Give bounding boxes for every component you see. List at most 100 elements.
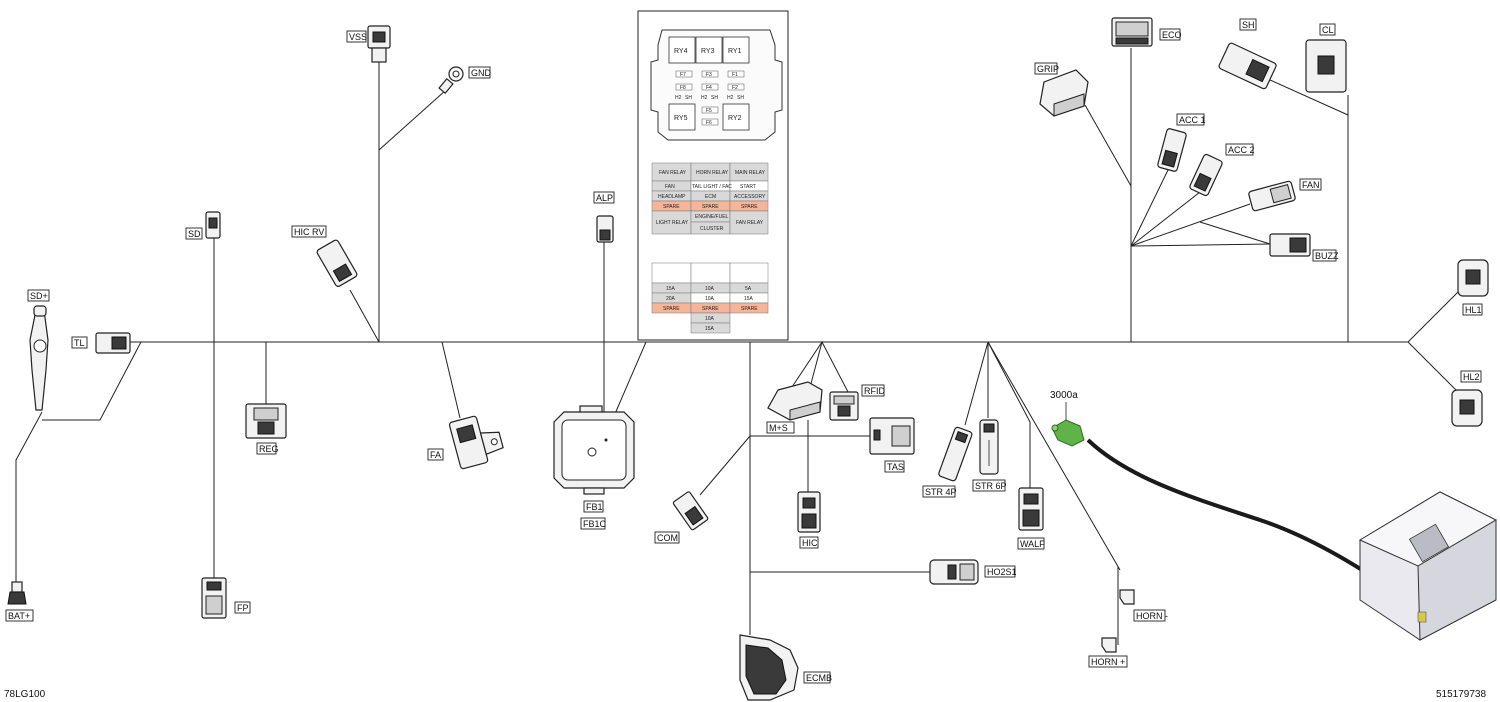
label-vss-box — [346, 30, 367, 43]
label-reg-box — [256, 442, 277, 455]
connector-vss[interactable]: VSS — [346, 25, 391, 63]
fuse-f7-label: F7 — [680, 72, 686, 78]
spare-1: H2 — [675, 95, 682, 101]
terminal-gnd[interactable]: GND — [438, 66, 492, 95]
connector-rfid-latch — [833, 395, 855, 405]
connector-reg-socket — [257, 421, 275, 435]
fusebox-panel: RY4 RY3 RY1 F7 F3 F1 F8 F4 F2 F5 F6 H2 S… — [637, 10, 789, 341]
connector-acc1-socket — [1161, 149, 1178, 168]
terminal-horn-plus[interactable]: HORN + — [1088, 637, 1128, 668]
fuse-f4 — [701, 83, 719, 91]
connector-sh[interactable]: SH — [1218, 18, 1277, 90]
label-horn-plus-box — [1088, 655, 1128, 668]
relay-table-text: HORN RELAY — [696, 170, 729, 176]
connector-reg-latch — [253, 407, 279, 421]
wire-horn — [987, 341, 1121, 571]
fuse-table-text: 15A — [744, 296, 754, 302]
connector-reg[interactable]: REG — [245, 403, 287, 455]
label-ecmb: ECMB — [806, 673, 832, 683]
relay-table-text: SPARE — [663, 204, 680, 210]
connector-buzz[interactable]: BUZZ — [1269, 233, 1339, 262]
fuse-table-cell — [729, 262, 769, 284]
fuse-f8 — [675, 83, 693, 91]
relay-ry3-label: RY3 — [701, 48, 715, 55]
connector-eco[interactable]: ECO — [1111, 17, 1182, 47]
relay-ry5-label: RY5 — [674, 115, 688, 122]
label-bat-plus: BAT+ — [8, 611, 30, 621]
connector-hl1[interactable]: HL1 — [1457, 259, 1489, 316]
label-hl2: HL2 — [1463, 372, 1480, 382]
label-3000a: 3000a — [1050, 390, 1078, 401]
connector-str4p[interactable]: STR 4P — [922, 426, 973, 498]
label-walf: WALF — [1020, 539, 1045, 549]
label-cl-box — [1319, 23, 1336, 36]
connector-fb1[interactable]: FB1 FB1C — [553, 405, 635, 530]
label-com-box — [654, 531, 680, 544]
label-hic-box — [799, 536, 819, 549]
relay-ry4-label: RY4 — [674, 48, 688, 55]
wire-fan — [1130, 203, 1251, 247]
label-reg: REG — [259, 444, 279, 454]
label-sh-box — [1239, 18, 1257, 31]
connector-acc1[interactable]: ACC 1 — [1157, 113, 1206, 172]
label-sd: SD — [188, 229, 201, 239]
label-str4p-box — [922, 485, 956, 498]
label-acc2: ACC 2 — [1228, 145, 1255, 155]
wire-sh — [1269, 79, 1349, 116]
connector-fan[interactable]: FAN — [1248, 178, 1322, 212]
terminal-horn-minus[interactable]: HORN - — [1119, 589, 1168, 622]
label-hic-rv-box — [291, 225, 327, 238]
connector-str4p-latch — [954, 431, 969, 444]
connector-cl[interactable]: CL — [1305, 23, 1347, 93]
wire-hl2 — [1407, 341, 1459, 393]
cable-3000a-terminal-boot — [1051, 419, 1085, 447]
connector-rfid[interactable]: RFID — [829, 384, 885, 421]
connector-ecmb[interactable]: ECMB — [739, 634, 832, 701]
label-fan-box — [1299, 178, 1322, 191]
label-fb1-box — [583, 500, 604, 513]
label-acc1: ACC 1 — [1179, 115, 1206, 125]
connector-tas[interactable]: TAS — [869, 417, 915, 473]
footer-right-ref: 515179738 — [1436, 689, 1486, 700]
connector-grip[interactable]: GRIP — [1034, 62, 1089, 117]
label-hl1: HL1 — [1465, 305, 1482, 315]
connector-hic-rv[interactable]: HIC RV — [291, 225, 358, 287]
connector-ho2s1[interactable]: HO2S1 — [929, 559, 1017, 585]
connector-tl[interactable]: TL — [71, 332, 131, 354]
relay-ry4 — [668, 36, 696, 64]
connector-fp[interactable]: FP — [201, 577, 251, 619]
wire-buzz — [1199, 221, 1271, 245]
label-fa: FA — [430, 450, 441, 460]
connector-hl2-socket — [1459, 399, 1475, 415]
connector-alp[interactable]: ALP — [593, 191, 615, 243]
label-str6p: STR 6P — [975, 481, 1007, 491]
connector-fa[interactable]: FA — [427, 411, 506, 470]
wire-bat-plus — [15, 411, 43, 582]
relay-table-text: MAIN RELAY — [735, 170, 766, 176]
label-fa-box — [427, 448, 444, 461]
ring-terminal-hole — [452, 70, 460, 78]
label-cl: CL — [1322, 25, 1334, 35]
connector-sd[interactable]: SD — [185, 211, 221, 240]
relay-table: FAN RELAY HORN RELAY MAIN RELAY FAN TAIL… — [651, 162, 769, 235]
relay-table-text: START — [740, 184, 756, 190]
relay-table-text: ECM — [705, 194, 716, 200]
connector-hl2[interactable]: HL2 — [1451, 370, 1483, 427]
connector-ecmb-face — [745, 644, 787, 695]
connector-walf-socket — [1022, 509, 1040, 527]
label-eco-box — [1159, 28, 1181, 41]
fuse-f1-label: F1 — [732, 72, 738, 78]
spare-2: SH — [685, 95, 692, 101]
connector-acc2[interactable]: ACC 2 — [1189, 143, 1255, 197]
connector-m-s[interactable]: M+S — [766, 381, 823, 434]
connector-sd-socket — [208, 217, 218, 229]
connector-com[interactable]: COM — [654, 491, 709, 544]
fuse-table-text: 15A — [666, 286, 676, 292]
connector-hic[interactable]: HIC — [797, 491, 821, 549]
connector-walf[interactable]: WALF — [1017, 487, 1045, 550]
terminal-bat-plus[interactable]: BAT+ — [5, 581, 34, 622]
connector-str6p[interactable]: STR 6P — [972, 419, 1007, 492]
relay-ry1-label: RY1 — [728, 48, 742, 55]
label-com: COM — [657, 533, 678, 543]
connector-sd-plus[interactable]: SD+ — [27, 289, 50, 411]
